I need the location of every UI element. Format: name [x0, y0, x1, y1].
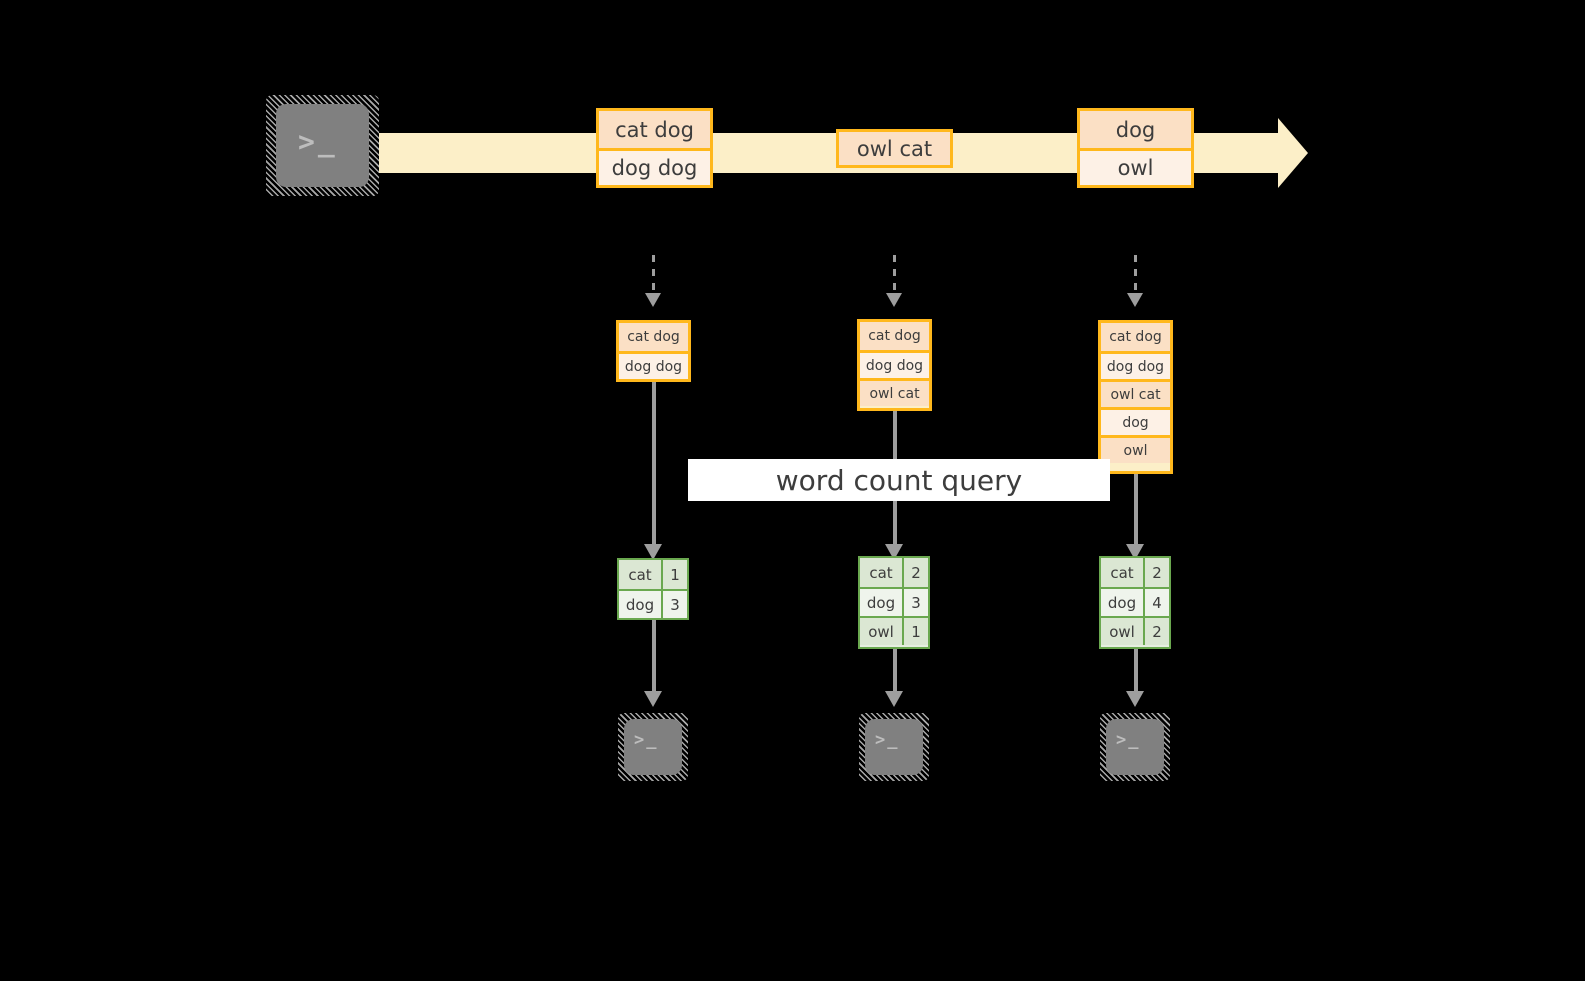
terminal-prompt-glyph: >_	[875, 730, 900, 750]
stream-to-snapshot-arrowhead	[1127, 293, 1143, 307]
stream-event-box: owl cat	[836, 129, 953, 168]
result-word-cell: dog	[619, 591, 663, 618]
terminal-prompt-glyph: >_	[1116, 730, 1141, 750]
snapshot-row: cat dog	[1101, 323, 1170, 351]
result-word-cell: owl	[860, 618, 904, 645]
result-to-sink-arrowhead	[644, 691, 662, 707]
snapshot-row: cat dog	[860, 322, 929, 350]
result-row: cat 1	[619, 560, 687, 589]
stream-to-snapshot-arrowhead	[886, 293, 902, 307]
result-count-cell: 3	[904, 589, 928, 616]
query-label-band: word count query	[688, 459, 1110, 501]
snapshot-row: dog dog	[619, 351, 688, 379]
sink-terminal-icon: >_	[618, 713, 688, 781]
result-count-cell: 3	[663, 591, 687, 618]
terminal-face	[624, 719, 682, 775]
result-to-sink-arrowhead	[885, 691, 903, 707]
stream-event-box: cat dog dog dog	[596, 108, 713, 188]
query-connector	[652, 382, 656, 546]
stream-event-box: dog owl	[1077, 108, 1194, 188]
result-word-cell: cat	[860, 558, 904, 587]
event-stream-arrow-head	[1278, 118, 1308, 188]
result-row: owl 2	[1101, 616, 1169, 645]
result-count-cell: 1	[663, 560, 687, 589]
snapshot-row: dog dog	[860, 350, 929, 378]
snapshot-box: cat dog dog dog owl cat dog owl	[1098, 320, 1173, 474]
result-count-cell: 1	[904, 618, 928, 645]
result-count-cell: 4	[1145, 589, 1169, 616]
terminal-face	[865, 719, 923, 775]
sink-terminal-icon: >_	[859, 713, 929, 781]
result-to-sink-connector	[893, 649, 897, 693]
result-count-cell: 2	[904, 558, 928, 587]
query-label-text: word count query	[775, 463, 1023, 497]
result-row: cat 2	[860, 558, 928, 587]
snapshot-row: dog	[1101, 407, 1170, 435]
result-table: cat 2 dog 3 owl 1	[858, 556, 930, 649]
stream-event-row: owl cat	[839, 132, 950, 165]
result-table: cat 1 dog 3	[617, 558, 689, 620]
result-word-cell: cat	[619, 560, 663, 589]
terminal-face	[276, 104, 369, 187]
result-count-cell: 2	[1145, 618, 1169, 645]
query-arrowhead	[644, 544, 662, 560]
result-word-cell: owl	[1101, 618, 1145, 645]
stream-to-snapshot-connector	[893, 255, 896, 295]
result-to-sink-arrowhead	[1126, 691, 1144, 707]
result-word-cell: cat	[1101, 558, 1145, 587]
terminal-prompt-glyph: >_	[634, 730, 659, 750]
result-to-sink-connector	[652, 620, 656, 693]
result-to-sink-connector	[1134, 649, 1138, 693]
terminal-face	[1106, 719, 1164, 775]
result-row: dog 3	[619, 589, 687, 618]
stream-event-row: dog dog	[599, 148, 710, 185]
snapshot-box: cat dog dog dog	[616, 320, 691, 382]
source-terminal-icon: >_	[266, 95, 379, 196]
stream-to-snapshot-arrowhead	[645, 293, 661, 307]
result-row: cat 2	[1101, 558, 1169, 587]
query-connector	[1134, 474, 1138, 546]
stream-to-snapshot-connector	[1134, 255, 1137, 295]
terminal-prompt-glyph: >_	[298, 125, 338, 158]
stream-event-row: owl	[1080, 148, 1191, 185]
stream-to-snapshot-connector	[652, 255, 655, 295]
result-row: owl 1	[860, 616, 928, 645]
result-word-cell: dog	[860, 589, 904, 616]
stream-event-row: dog	[1080, 111, 1191, 148]
result-table: cat 2 dog 4 owl 2	[1099, 556, 1171, 649]
snapshot-row: dog dog	[1101, 351, 1170, 379]
sink-terminal-icon: >_	[1100, 713, 1170, 781]
snapshot-row: owl	[1101, 435, 1170, 463]
snapshot-row: owl cat	[860, 378, 929, 406]
snapshot-box: cat dog dog dog owl cat	[857, 319, 932, 411]
result-row: dog 4	[1101, 587, 1169, 616]
result-row: dog 3	[860, 587, 928, 616]
snapshot-row: cat dog	[619, 323, 688, 351]
stream-event-row: cat dog	[599, 111, 710, 148]
result-word-cell: dog	[1101, 589, 1145, 616]
result-count-cell: 2	[1145, 558, 1169, 587]
snapshot-row: owl cat	[1101, 379, 1170, 407]
